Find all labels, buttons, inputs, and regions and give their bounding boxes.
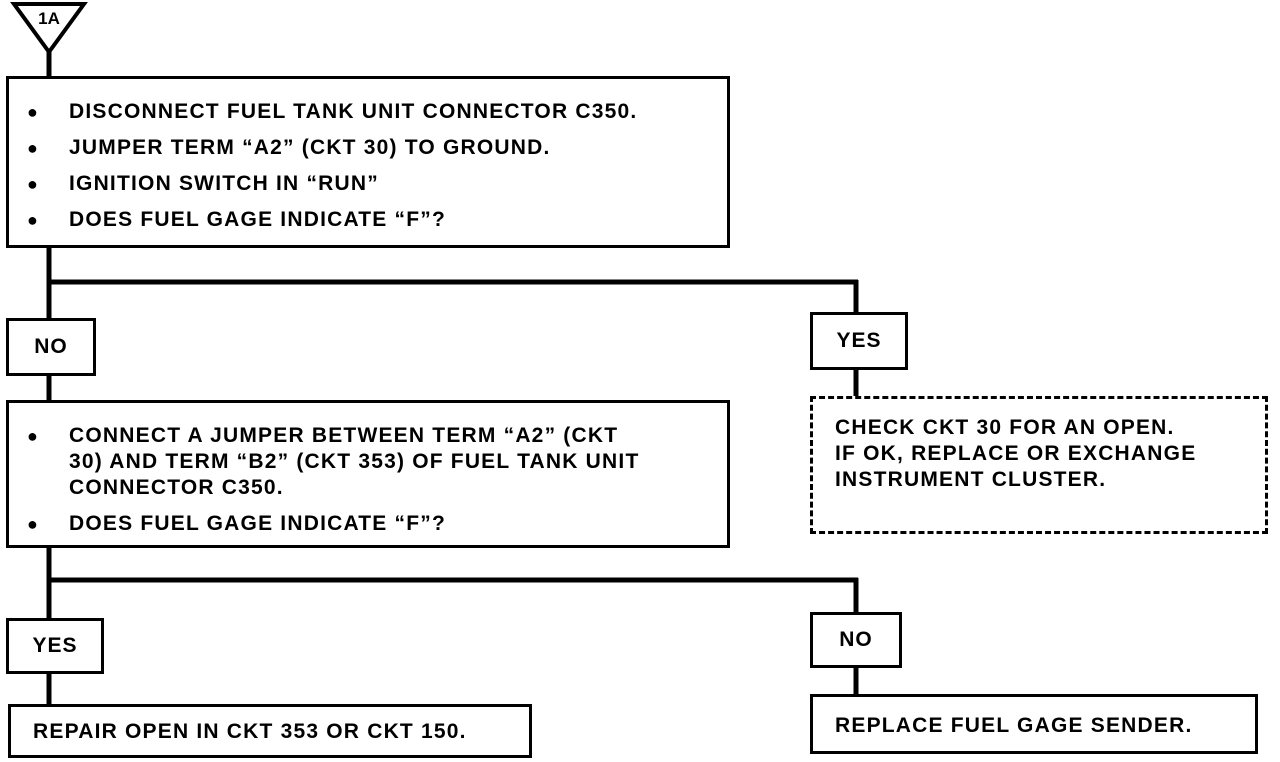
step2-list: CONNECT A JUMPER BETWEEN TERM “A2” (CKT … (9, 423, 727, 537)
step2-item-1-line-1: CONNECT A JUMPER BETWEEN TERM “A2” (CKT (69, 424, 619, 447)
yes2-action-text: REPAIR OPEN IN CKT 353 OR CKT 150. (33, 720, 467, 743)
start-triangle (10, 1, 88, 56)
branch2-yes-label: YES (6, 618, 104, 674)
yes1-action-box: CHECK CKT 30 FOR AN OPEN. IF OK, REPLACE… (810, 396, 1268, 534)
no2-action-text: REPLACE FUEL GAGE SENDER. (835, 714, 1193, 737)
step1-box: DISCONNECT FUEL TANK UNIT CONNECTOR C350… (6, 76, 730, 248)
step2-box: CONNECT A JUMPER BETWEEN TERM “A2” (CKT … (6, 400, 730, 548)
branch1-no-label: NO (6, 318, 96, 376)
step1-list: DISCONNECT FUEL TANK UNIT CONNECTOR C350… (9, 99, 727, 233)
yes2-action-box: REPAIR OPEN IN CKT 353 OR CKT 150. (8, 704, 532, 758)
step2-item-2: DOES FUEL GAGE INDICATE “F”? (9, 511, 727, 537)
step1-item-2: JUMPER TERM “A2” (CKT 30) TO GROUND. (9, 135, 727, 161)
step2-item-1-line-2: 30) AND TERM “B2” (CKT 353) OF FUEL TANK… (69, 450, 640, 473)
step1-item-4: DOES FUEL GAGE INDICATE “F”? (9, 207, 727, 233)
branch1-yes-label: YES (810, 312, 908, 370)
branch2-no-label: NO (810, 612, 902, 668)
step2-item-1: CONNECT A JUMPER BETWEEN TERM “A2” (CKT … (9, 423, 727, 501)
start-marker-label: 1A (38, 9, 60, 28)
step2-item-1-line-3: CONNECTOR C350. (69, 476, 284, 499)
yes1-action-line-2: IF OK, REPLACE OR EXCHANGE (835, 442, 1197, 465)
step1-item-3: IGNITION SWITCH IN “RUN” (9, 171, 727, 197)
yes1-action-line-1: CHECK CKT 30 FOR AN OPEN. (835, 416, 1175, 439)
yes1-action-line-3: INSTRUMENT CLUSTER. (835, 468, 1107, 491)
no2-action-box: REPLACE FUEL GAGE SENDER. (810, 694, 1258, 754)
step1-item-1: DISCONNECT FUEL TANK UNIT CONNECTOR C350… (9, 99, 727, 125)
